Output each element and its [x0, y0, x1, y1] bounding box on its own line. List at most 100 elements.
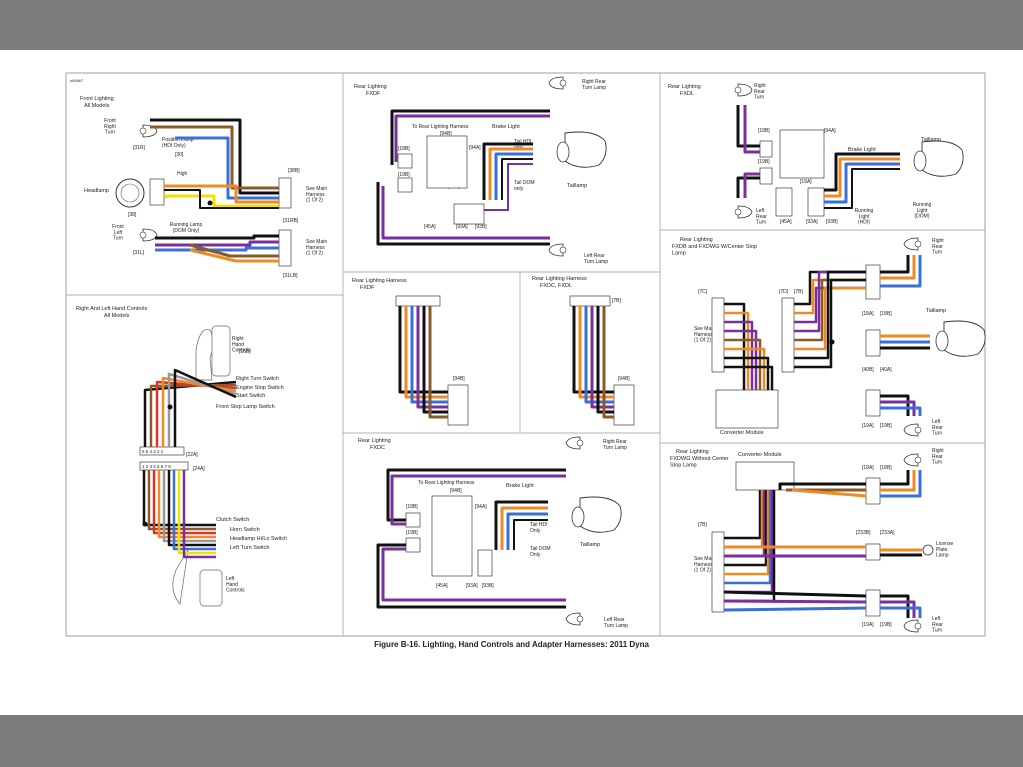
wire [724, 490, 768, 567]
connector-label: [19B] [880, 622, 892, 628]
fxdb-taillamp-icon [943, 320, 986, 357]
wire [189, 248, 279, 263]
fxdb-subtitle: Lamp [672, 250, 686, 256]
taillamp-label: Taillamp [921, 137, 941, 143]
left-hand-controls-label: Hand [226, 582, 238, 588]
wire [743, 172, 760, 198]
connector-block-45a [775, 187, 793, 217]
taillamp-label: Taillamp [580, 542, 600, 548]
wire [880, 606, 922, 618]
running-light-hdi-label: Running [855, 208, 874, 214]
viewer-top-bar [0, 0, 1023, 50]
left-rear-turn-lamp-icon-bulb [559, 246, 567, 254]
right-rear-turn-label: Rear [932, 454, 943, 460]
connector-label: [45A] [780, 219, 792, 225]
front-lighting-title: Front Lighting [80, 96, 114, 102]
connector-block-93a [807, 187, 825, 217]
connector-label: [38B] [288, 168, 300, 174]
connector-label: [31RB] [283, 218, 299, 224]
left-rear-turn-lamp-label: Left Rear [604, 617, 625, 623]
connector-block-19a [865, 389, 881, 417]
splice-dot [167, 404, 173, 410]
connector-label: [31L] [133, 250, 145, 256]
fxdb-taillamp-icon-lens [935, 330, 949, 352]
connector-pin-numbers: 1 2 3 4 5 6 7 8 [142, 464, 171, 469]
connector-block-31rb [278, 229, 292, 267]
start-switch-label: Start Switch [236, 393, 265, 399]
wire [484, 163, 533, 211]
connector-label: [233B] [856, 530, 871, 536]
brake-light-label: Brake Light [848, 147, 876, 153]
right-rear-turn-lamp-label: Turn Lamp [603, 445, 627, 451]
wire [724, 490, 762, 540]
connector-label: [24A] [193, 466, 205, 472]
see-main-harness-label: (1 Of 2) [694, 338, 711, 344]
fxdf-subtitle: FXDF [366, 91, 381, 97]
splice-dot [829, 339, 835, 345]
see-main-harness-label: (1 Of 2) [694, 568, 711, 574]
wire [172, 470, 216, 551]
hand-controls-title: Right And Left Hand Controls [76, 306, 147, 312]
tail-hdi-label: Tail HDI [530, 522, 548, 528]
connector-block-19a [865, 589, 881, 617]
running-light-dom-label: (DOM) [915, 214, 930, 220]
brake-light-label: Brake Light [492, 124, 520, 130]
front-left-turn-label: Left [114, 230, 123, 236]
wire [488, 147, 533, 200]
wire [880, 400, 916, 416]
right-rear-turn-lamp-label: Right Rear [603, 439, 627, 445]
wire [390, 474, 566, 526]
wire [736, 105, 760, 148]
wire [482, 142, 533, 200]
document-id: s00667 [70, 78, 84, 83]
wire [398, 306, 448, 394]
connector-block-7c [711, 297, 725, 373]
left-rear-turn-label: Turn [756, 220, 766, 226]
connector-block-94b [613, 384, 635, 426]
wire [416, 306, 448, 409]
wire [602, 306, 614, 419]
wire [791, 488, 867, 498]
taillamp-label: Taillamp [926, 308, 946, 314]
connector-label: [94A] [475, 504, 487, 510]
running-light-dom-label: Running [913, 202, 932, 208]
harness-connector-94b [426, 135, 468, 189]
connector-label: [19A] [800, 179, 812, 185]
left-rear-turn-lamp-label: Turn Lamp [584, 259, 608, 265]
wire [584, 306, 614, 404]
fxdb-left-rear-turn-icon-bulb [914, 426, 922, 434]
wire [778, 482, 866, 490]
connector-label: [30] [175, 152, 184, 158]
converter-module-box [715, 389, 779, 429]
connector-block-18b [397, 153, 413, 169]
wire [724, 490, 770, 576]
see-main-harness-label: See Main [694, 556, 715, 562]
right-hand-controls-label: Controls [232, 348, 251, 354]
wire [723, 599, 867, 604]
fxdb-right-rear-turn-icon [903, 237, 919, 251]
taillamp-label: Taillamp [567, 183, 587, 189]
wire [880, 470, 922, 498]
fxdc-left-rear-turn-icon [565, 612, 581, 626]
license-plate-lamp-label: Lamp [936, 553, 949, 559]
connector-label: [7B] [794, 289, 804, 295]
running-lamp-label: Running Lamp [170, 222, 203, 228]
wire [167, 470, 216, 547]
wire [500, 506, 548, 550]
right-hand-controls-label: Hand [232, 342, 244, 348]
fxdl-right-rear-turn-icon [737, 83, 753, 97]
connector-label: [40B] [862, 367, 874, 373]
connector-label: [233A] [880, 530, 895, 536]
connector-label: [7B] [612, 298, 622, 304]
tail-dom-label: Tail DOM [530, 546, 551, 552]
left-rear-turn-label: Left [932, 419, 941, 425]
connector-block-18b [759, 140, 773, 158]
tail-hdi-label: Tail HDI [514, 139, 532, 145]
wire [880, 470, 910, 486]
front-stop-lamp-switch-label: Front Stop Lamp Switch [216, 404, 275, 410]
connector-block-19b [759, 167, 773, 185]
fxdl-subtitle: FXDL [680, 91, 694, 97]
wire [880, 255, 916, 280]
fxdf-title: Rear Lighting [354, 84, 387, 90]
connector-label: [93A] [466, 583, 478, 589]
